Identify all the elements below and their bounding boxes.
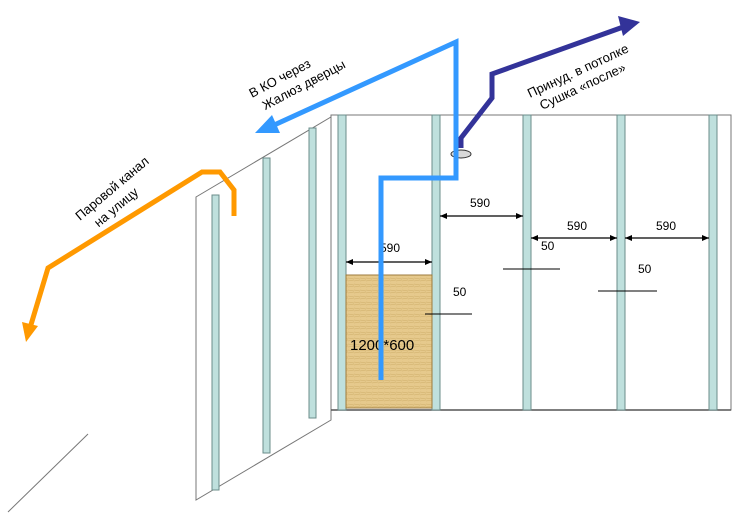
dimension-arrowhead [425, 259, 432, 265]
steam-channel-path [27, 169, 237, 329]
dimension-label: 590 [470, 196, 490, 210]
thickness-label: 50 [541, 239, 555, 253]
dimension-arrowhead [702, 235, 709, 241]
dimension-arrowhead [346, 259, 353, 265]
back-wall-stud [708, 114, 718, 411]
return-air-arrowhead [255, 115, 280, 133]
dimension-arrowhead [610, 235, 617, 241]
left-wall-stud [211, 194, 220, 491]
dimension-arrowhead [531, 235, 538, 241]
forced-air-flow-path [458, 23, 627, 148]
dimension-label: 590 [380, 241, 400, 255]
left-wall-stud [262, 157, 271, 454]
left-wall-stud [308, 127, 317, 419]
dimension-label: 590 [656, 219, 676, 233]
ko-label: В КО через Жалюз дверцы [246, 56, 347, 113]
back-wall-stud [337, 114, 347, 411]
thickness-label: 50 [453, 285, 467, 299]
dimension-arrowhead [440, 213, 447, 219]
thickness-label: 50 [638, 262, 652, 276]
forced-ventilation-label: Принуд. в потолке Сушка «после» [525, 41, 631, 113]
steam-channel-arrowhead [22, 322, 38, 342]
floor-line [7, 433, 89, 513]
insulation-board [345, 274, 433, 409]
back-wall-stud [522, 114, 532, 411]
dimension-arrowhead [516, 213, 523, 219]
dimension-arrowhead [625, 235, 632, 241]
dimension-label: 590 [567, 219, 587, 233]
back-wall-stud [616, 114, 626, 411]
return-air-flow-path [270, 38, 459, 380]
forced-air-arrowhead [618, 16, 640, 36]
back-wall-stud [431, 114, 441, 411]
